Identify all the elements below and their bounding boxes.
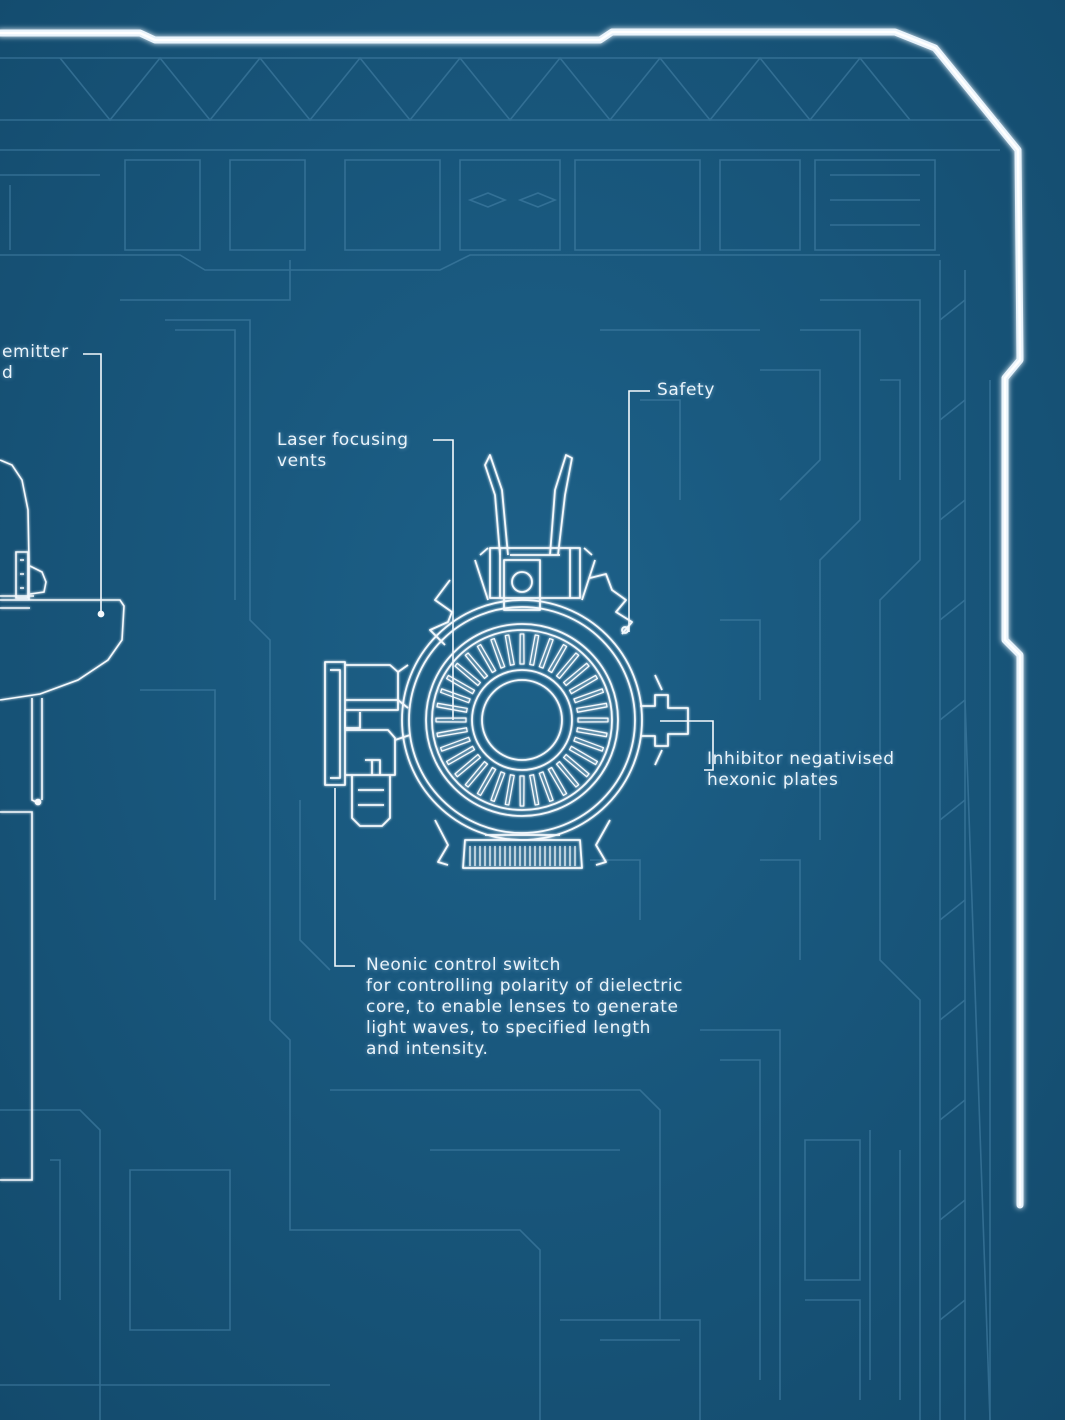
callout-safety: Safety — [657, 380, 715, 401]
cooling-fin — [519, 633, 525, 665]
cooling-fin — [577, 717, 609, 723]
callout-laser-line2: vents — [277, 451, 327, 471]
callout-inhibitor-plates: Inhibitor negativised hexonic plates — [707, 749, 895, 791]
leader-lines — [83, 353, 714, 967]
cooling-fin — [464, 760, 489, 788]
cooling-fin — [547, 766, 568, 797]
cooling-fin — [504, 634, 515, 666]
outer-frame — [0, 28, 1024, 1209]
safety-leader — [628, 390, 650, 632]
grille-teeth — [469, 846, 576, 866]
cooling-fin — [464, 652, 489, 680]
cooling-fin — [445, 674, 476, 695]
callout-emitter: emitter d — [2, 342, 69, 384]
callout-laser-focusing-vents: Laser focusing vents — [277, 430, 409, 472]
cooling-fin — [490, 637, 506, 669]
cooling-fin — [538, 637, 554, 669]
cooling-fin — [476, 643, 497, 674]
callout-inhibitor-line2: hexonic plates — [707, 770, 839, 790]
callout-neonic-line1: Neonic control switch — [366, 955, 562, 975]
callout-inhibitor-line1: Inhibitor negativised — [707, 749, 895, 769]
vent-left — [484, 454, 509, 556]
cooling-fin — [562, 662, 590, 687]
circuit-background — [0, 56, 1000, 1420]
cooling-fin — [568, 674, 599, 695]
inhibitor-leader — [660, 720, 714, 771]
cooling-fin — [445, 745, 476, 766]
callout-neonic-line3: core, to enable lenses to generate — [366, 997, 679, 1017]
emitter-leader — [83, 353, 102, 612]
bottom-grille — [462, 839, 583, 869]
laser-leader — [433, 439, 454, 720]
cooling-fin — [568, 745, 599, 766]
cooling-fin — [562, 753, 590, 778]
cooling-fin — [504, 774, 515, 806]
cooling-fin — [454, 662, 482, 687]
cooling-fin — [529, 774, 540, 806]
cooling-fin — [436, 702, 468, 713]
cooling-fin — [529, 634, 540, 666]
cooling-fin — [439, 736, 471, 752]
cooling-fin — [573, 688, 605, 704]
control-switch-housing — [324, 661, 346, 786]
laser-device — [324, 454, 689, 869]
left-device — [0, 459, 125, 1181]
cooling-fin — [576, 702, 608, 713]
cooling-fin — [538, 771, 554, 803]
right-ratchet — [589, 573, 633, 635]
callout-neonic-control-switch: Neonic control switch for controlling po… — [366, 955, 683, 1060]
vent-right — [549, 454, 573, 556]
cooling-fin — [476, 766, 497, 797]
callout-neonic-line4: light waves, to specified length — [366, 1018, 651, 1038]
cooling-fin — [490, 771, 506, 803]
cooling-fin — [573, 736, 605, 752]
inner-ring — [471, 669, 573, 771]
cooling-fin — [436, 727, 468, 738]
cooling-fin — [439, 688, 471, 704]
neonic-leader — [334, 788, 355, 967]
callout-neonic-line5: and intensity. — [366, 1039, 489, 1059]
cooling-fin — [519, 775, 525, 807]
callout-emitter-line2: d — [2, 363, 14, 383]
callout-laser-line1: Laser focusing — [277, 430, 409, 450]
callout-emitter-line1: emitter — [2, 342, 69, 362]
cooling-fin — [435, 717, 467, 723]
callout-neonic-line2: for controlling polarity of dielectric — [366, 976, 684, 996]
control-switch-knob — [351, 775, 391, 827]
callout-safety-line1: Safety — [657, 380, 715, 400]
cooling-fin — [555, 652, 580, 680]
emitter-leader-dot — [97, 610, 105, 618]
cooling-fin — [454, 753, 482, 778]
left-ratchet — [429, 579, 453, 646]
cooling-fin — [576, 727, 608, 738]
cooling-fin — [547, 643, 568, 674]
cooling-fin — [555, 760, 580, 788]
cooling-fins — [435, 633, 609, 807]
